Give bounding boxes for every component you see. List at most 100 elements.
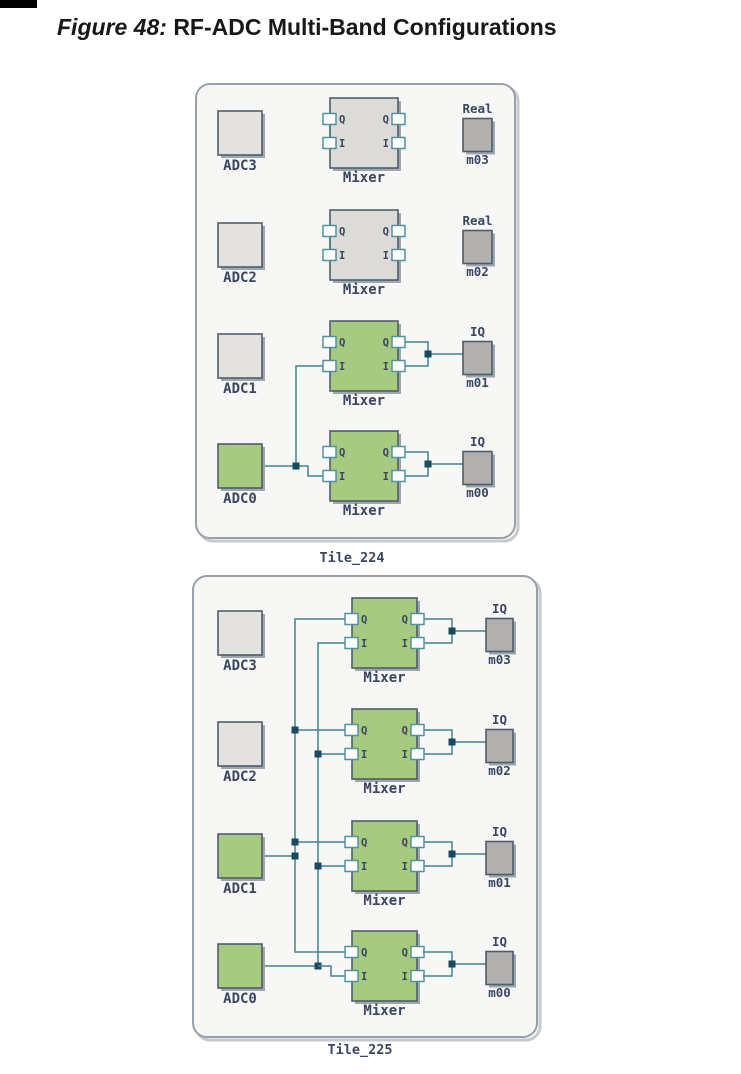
port-label-q-out: Q — [383, 447, 389, 459]
port-i-in — [344, 747, 359, 761]
wire-mixer-q-out — [424, 729, 453, 742]
junction-dot — [291, 838, 299, 846]
port-i-out — [410, 636, 425, 650]
port-label-i-out: I — [383, 471, 389, 483]
port-label-q-in: Q — [361, 725, 367, 737]
tile-label: Tile_225 — [327, 1042, 392, 1058]
m01-label: m01 — [488, 875, 511, 890]
adc0-label: ADC0 — [223, 491, 257, 507]
junction-dot — [314, 862, 322, 870]
port-q-in — [344, 945, 359, 959]
m03-label: m03 — [466, 152, 489, 167]
wire-mixer-q-out — [405, 341, 429, 354]
mixer-block — [329, 209, 399, 281]
wire-adc0-to-mixer-m01-i — [295, 365, 323, 466]
junction-dot — [292, 462, 300, 470]
port-label-i-in: I — [361, 971, 367, 983]
port-label-i-in: I — [339, 361, 345, 373]
output-type-label: Real — [462, 101, 492, 116]
wire-mixer-q-out — [405, 451, 429, 464]
adc1-label: ADC1 — [223, 881, 257, 897]
tile-label: Tile_224 — [319, 550, 384, 566]
wire-mixer-i-out — [424, 742, 453, 755]
output-type-label: IQ — [470, 434, 485, 449]
port-q-out — [391, 112, 406, 126]
m01-block — [485, 840, 514, 876]
adc3-block — [217, 610, 263, 656]
bus-adc1-to-q-inputs — [294, 618, 345, 953]
adc1-block — [217, 333, 263, 379]
mixer-label: Mixer — [343, 170, 385, 186]
port-q-in — [344, 835, 359, 849]
mixer-block — [329, 320, 399, 392]
port-label-q-out: Q — [383, 114, 389, 126]
port-label-i-in: I — [339, 138, 345, 150]
port-label-q-in: Q — [361, 614, 367, 626]
port-label-i-in: I — [339, 250, 345, 262]
mixer-label: Mixer — [343, 393, 385, 409]
port-q-out — [410, 835, 425, 849]
port-i-out — [391, 136, 406, 150]
adc1-label: ADC1 — [223, 381, 257, 397]
port-label-q-in: Q — [339, 447, 345, 459]
junction-dot — [448, 627, 456, 635]
port-q-in — [322, 224, 337, 238]
output-type-label: IQ — [492, 712, 507, 727]
wire-mixer-i-out — [405, 354, 429, 367]
m02-label: m02 — [488, 763, 511, 778]
port-label-i-out: I — [383, 361, 389, 373]
adc2-block — [217, 721, 263, 767]
port-label-i-out: I — [402, 861, 408, 873]
tile-wiring — [262, 618, 486, 977]
m02-block — [485, 728, 514, 764]
figure-caption: Figure 48: RF-ADC Multi-Band Configurati… — [57, 14, 557, 41]
output-type-label: IQ — [492, 934, 507, 949]
port-label-q-in: Q — [339, 226, 345, 238]
port-i-out — [410, 859, 425, 873]
junction-dot — [314, 750, 322, 758]
port-i-out — [410, 969, 425, 983]
adc3-label: ADC3 — [223, 158, 257, 174]
port-label-i-out: I — [402, 749, 408, 761]
port-q-out — [391, 445, 406, 459]
port-q-out — [391, 224, 406, 238]
wire-mixer-i-out — [424, 854, 453, 867]
mixer-block — [351, 597, 418, 669]
port-label-q-in: Q — [361, 837, 367, 849]
port-label-q-in: Q — [339, 337, 345, 349]
port-label-i-in: I — [361, 638, 367, 650]
port-label-i-in: I — [361, 861, 367, 873]
port-i-in — [344, 859, 359, 873]
tile-224: ADC3QIQIMixerRealm03ADC2QIQIMixerRealm02… — [195, 83, 520, 566]
m00-block — [485, 950, 514, 986]
m02-block — [462, 229, 493, 265]
junction-dot — [448, 960, 456, 968]
figure-title: RF-ADC Multi-Band Configurations — [173, 14, 557, 40]
figure-number: Figure 48: — [57, 14, 167, 40]
tile-225: ADC3QIQIMixerIQm03ADC2QIQIMixerIQm02ADC1… — [192, 575, 542, 1058]
wire-mixer-i-out — [424, 631, 453, 644]
port-i-out — [391, 469, 406, 483]
tile-container — [195, 83, 516, 539]
port-q-in — [322, 112, 337, 126]
adc0-block — [217, 943, 263, 989]
junction-dot — [291, 726, 299, 734]
adc2-label: ADC2 — [223, 769, 257, 785]
bus-adc0-to-i-inputs — [317, 642, 345, 966]
port-i-in — [322, 359, 337, 373]
output-type-label: Real — [462, 213, 492, 228]
mixer-label: Mixer — [363, 1003, 405, 1019]
tile-container — [192, 575, 538, 1038]
adc3-label: ADC3 — [223, 658, 257, 674]
tile-wiring — [262, 341, 463, 477]
m00-block — [462, 450, 493, 486]
mixer-block — [329, 430, 399, 502]
mixer-label: Mixer — [343, 282, 385, 298]
mixer-label: Mixer — [363, 781, 405, 797]
